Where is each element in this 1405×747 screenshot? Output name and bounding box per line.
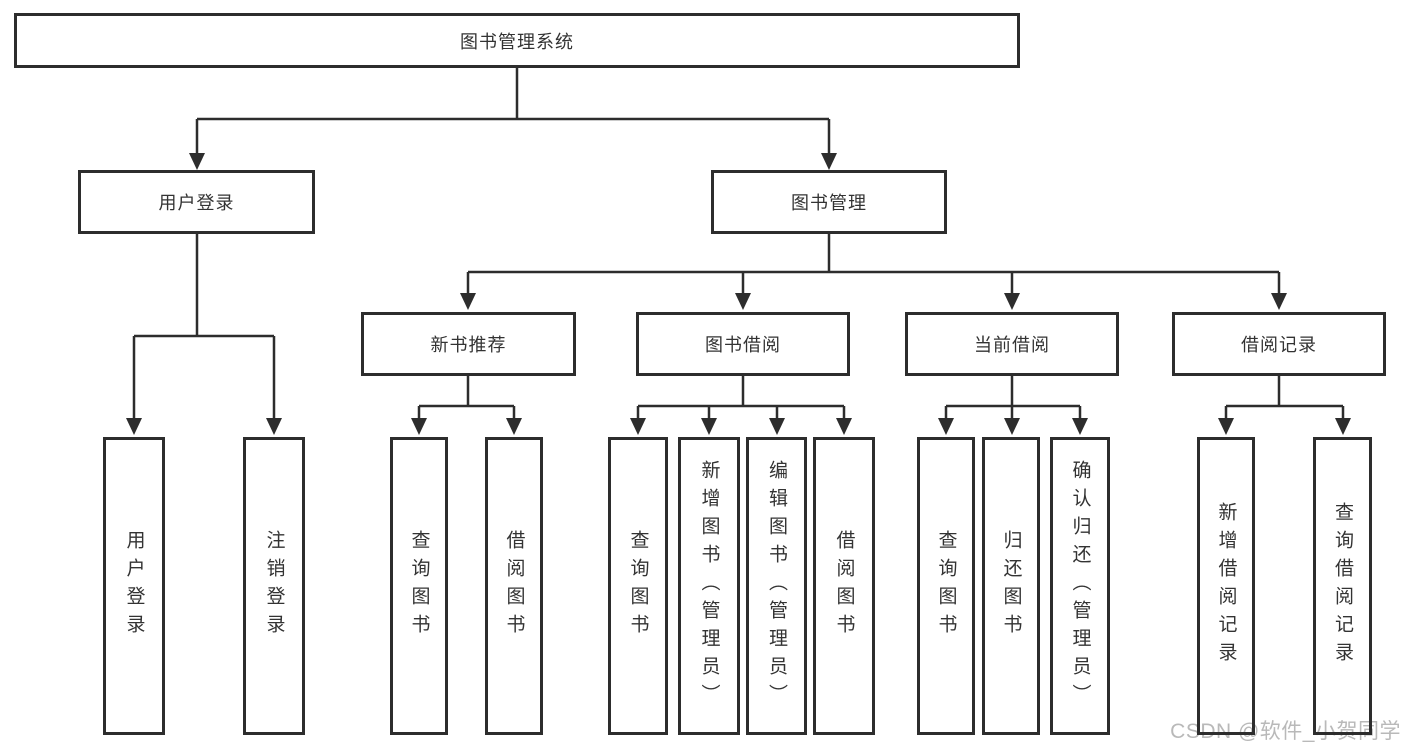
leaf-query-book-current: 查询图书 bbox=[917, 437, 975, 735]
leaf-query-borrow-record-label: 查询借阅记录 bbox=[1332, 502, 1353, 670]
leaf-borrow-book: 借阅图书 bbox=[813, 437, 875, 735]
leaf-add-book-admin: 新增图书（管理员） bbox=[678, 437, 740, 735]
leaf-confirm-return-admin: 确认归还（管理员） bbox=[1050, 437, 1110, 735]
leaf-return-book-label: 归还图书 bbox=[1000, 530, 1022, 642]
leaf-borrow-book-recommend: 借阅图书 bbox=[485, 437, 543, 735]
leaf-return-book: 归还图书 bbox=[982, 437, 1040, 735]
node-current-borrowing-label: 当前借阅 bbox=[974, 335, 1050, 355]
node-book-borrowing: 图书借阅 bbox=[636, 312, 850, 376]
leaf-logout: 注销登录 bbox=[243, 437, 305, 735]
node-book-management-label: 图书管理 bbox=[791, 193, 867, 213]
leaf-edit-book-admin-label: 编辑图书（管理员） bbox=[766, 460, 787, 712]
leaf-logout-label: 注销登录 bbox=[263, 530, 285, 642]
watermark: CSDN @软件_小贺同学 bbox=[1170, 720, 1401, 743]
node-current-borrowing: 当前借阅 bbox=[905, 312, 1119, 376]
leaf-query-book-borrowing-label: 查询图书 bbox=[627, 530, 649, 642]
leaf-user-login: 用户登录 bbox=[103, 437, 165, 735]
node-library-system-label: 图书管理系统 bbox=[460, 31, 574, 52]
leaf-query-book-recommend: 查询图书 bbox=[390, 437, 448, 735]
leaf-add-book-admin-label: 新增图书（管理员） bbox=[698, 460, 720, 712]
leaf-query-book-current-label: 查询图书 bbox=[935, 530, 957, 642]
leaf-borrow-book-label: 借阅图书 bbox=[833, 530, 855, 642]
leaf-query-borrow-record: 查询借阅记录 bbox=[1313, 437, 1372, 735]
node-borrowing-records: 借阅记录 bbox=[1172, 312, 1386, 376]
node-book-management: 图书管理 bbox=[711, 170, 947, 234]
node-book-borrowing-label: 图书借阅 bbox=[705, 335, 781, 355]
leaf-user-login-label: 用户登录 bbox=[123, 530, 145, 642]
leaf-query-book-recommend-label: 查询图书 bbox=[408, 530, 430, 642]
node-new-book-recommend: 新书推荐 bbox=[361, 312, 576, 376]
leaf-borrow-book-recommend-label: 借阅图书 bbox=[503, 530, 525, 642]
node-new-book-recommend-label: 新书推荐 bbox=[430, 335, 507, 355]
leaf-add-borrow-record-label: 新增借阅记录 bbox=[1215, 502, 1237, 670]
node-borrowing-records-label: 借阅记录 bbox=[1241, 335, 1317, 355]
arrowheads bbox=[126, 153, 1351, 435]
node-user-login-label: 用户登录 bbox=[158, 193, 235, 213]
leaf-confirm-return-admin-label: 确认归还（管理员） bbox=[1069, 460, 1091, 712]
node-library-system: 图书管理系统 bbox=[14, 13, 1020, 68]
leaf-add-borrow-record: 新增借阅记录 bbox=[1197, 437, 1255, 735]
leaf-edit-book-admin: 编辑图书（管理员） bbox=[746, 437, 807, 735]
leaf-query-book-borrowing: 查询图书 bbox=[608, 437, 668, 735]
node-user-login: 用户登录 bbox=[78, 170, 315, 234]
